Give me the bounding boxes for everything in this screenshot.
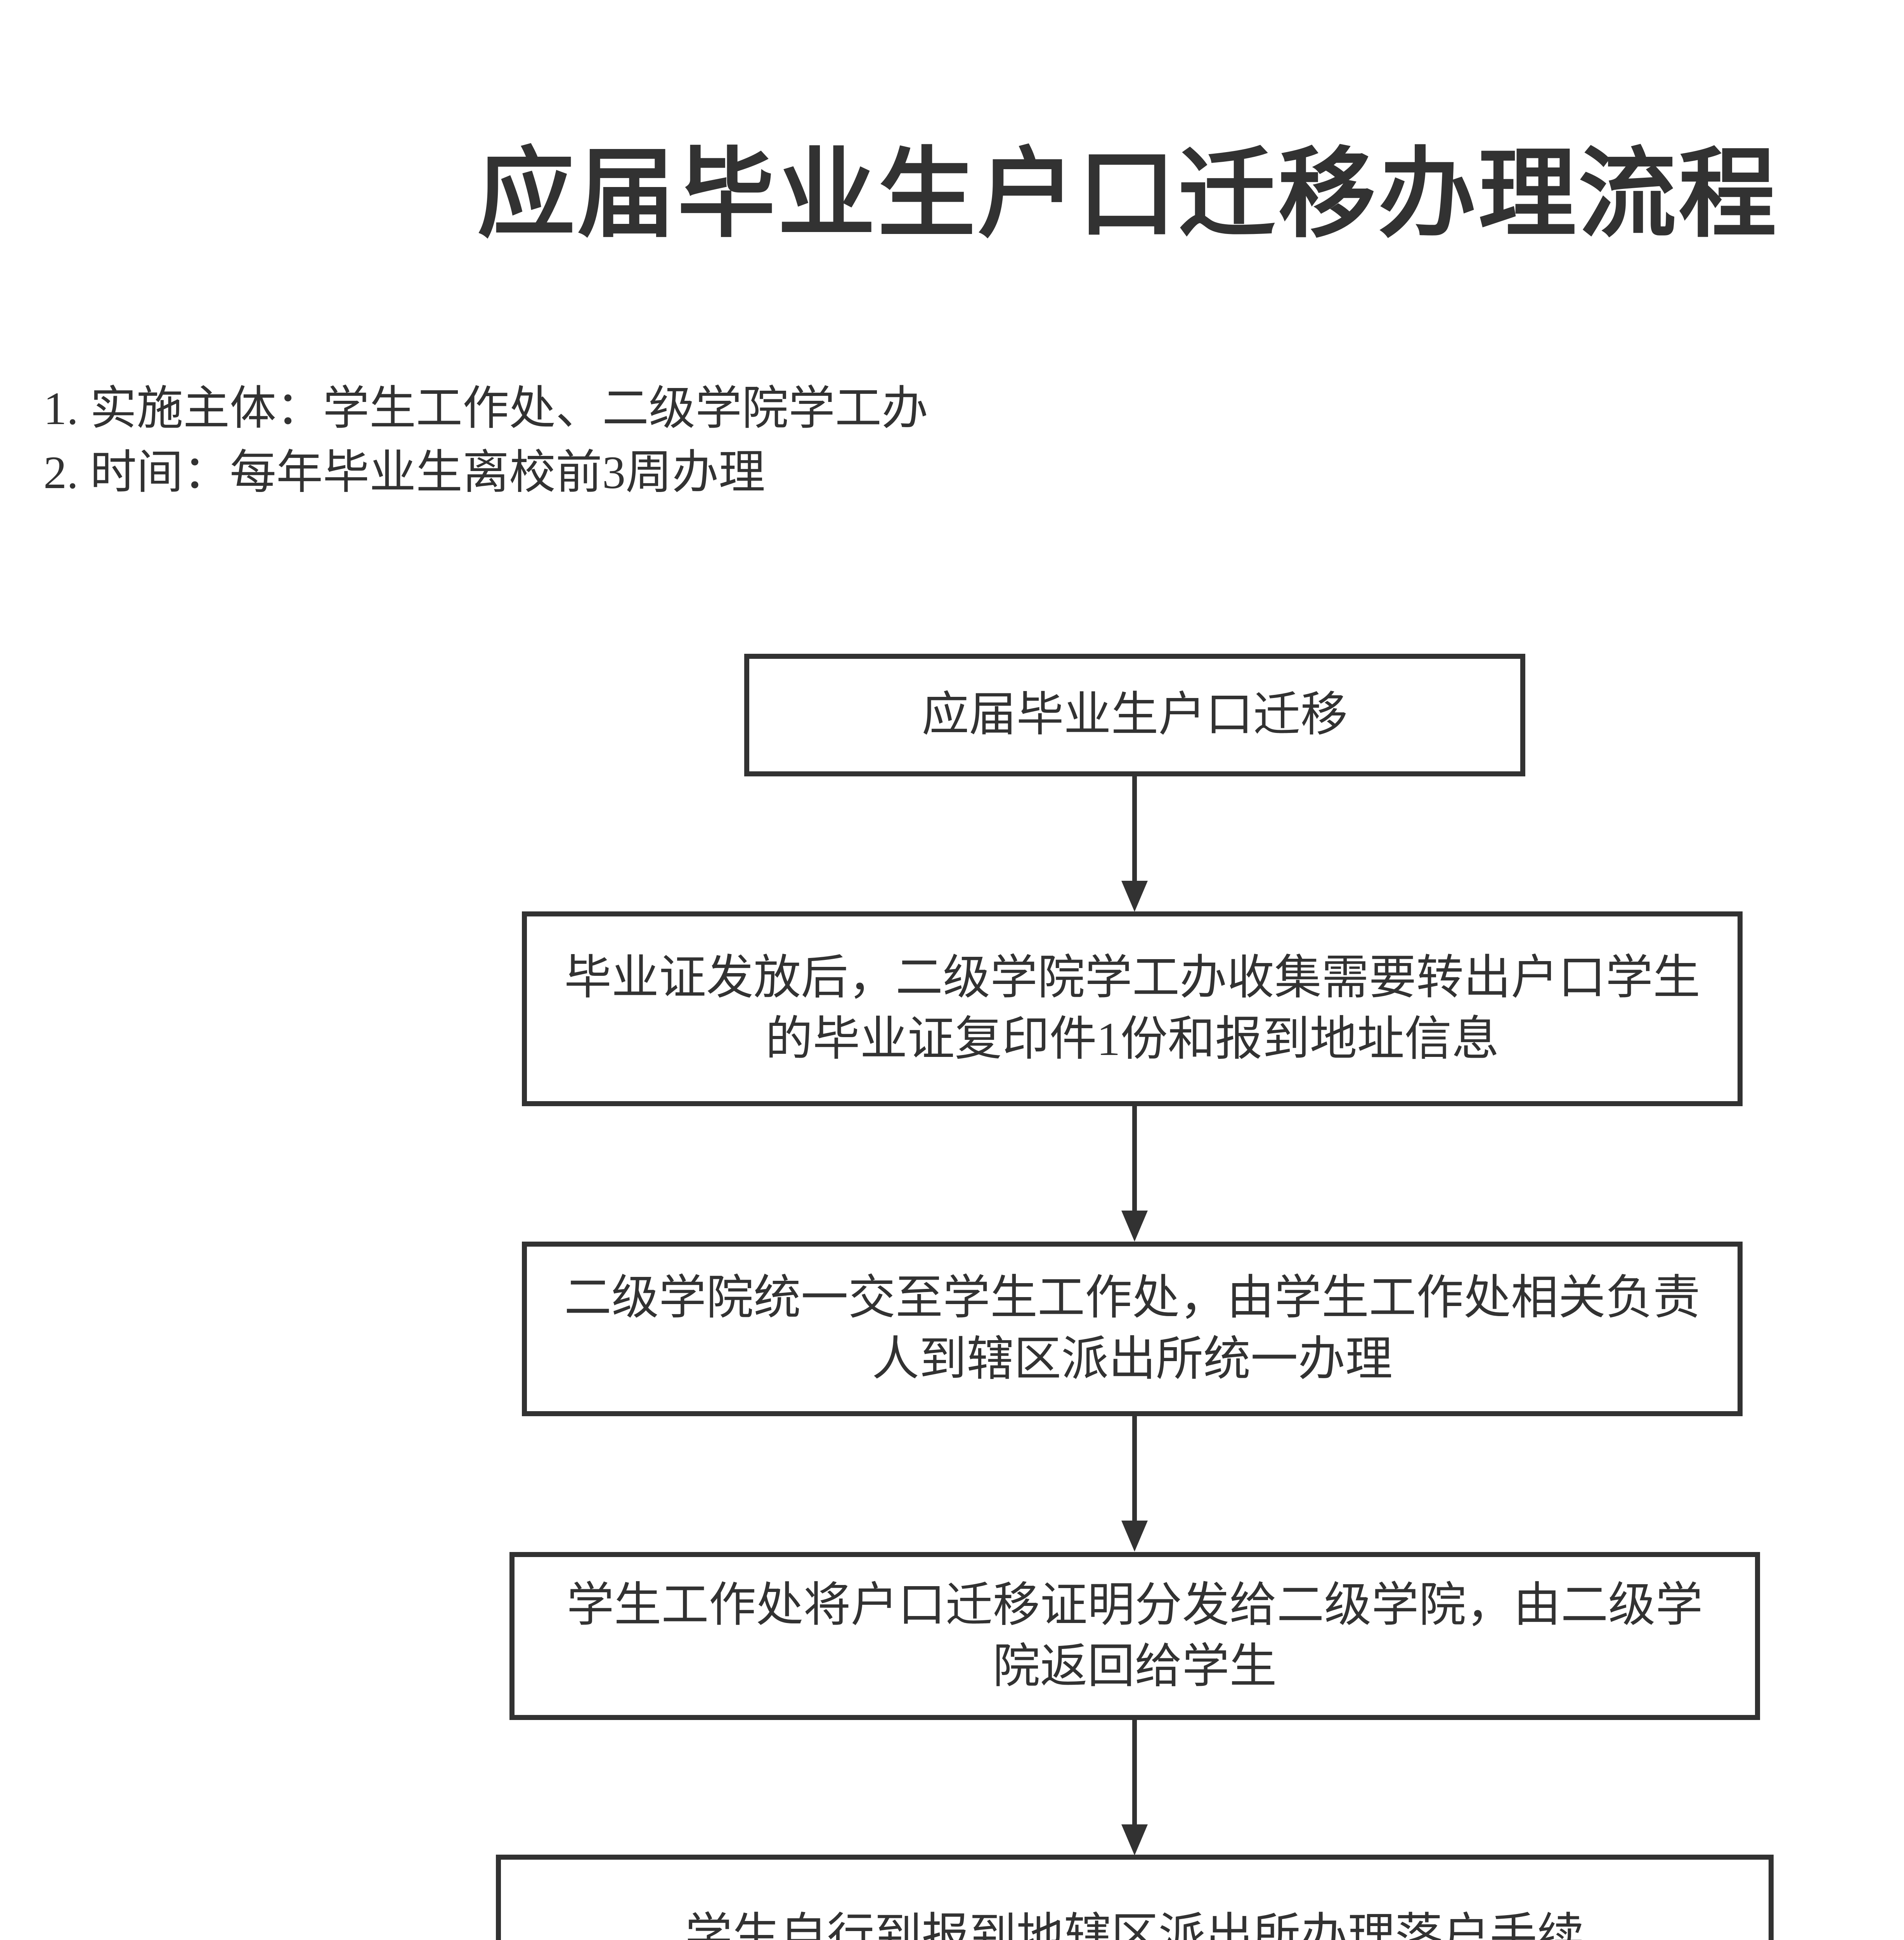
arrow-line <box>1132 1416 1137 1521</box>
flow-box-submit-text-line2: 人到辖区派出所统一办理 <box>872 1333 1393 1386</box>
flow-box-distribute-text-line1: 学生工作处将户口迁移证明分发给二级学院，由二级学 <box>567 1579 1703 1632</box>
flow-box-start: 应届毕业生户口迁移 <box>744 654 1525 776</box>
arrow-head <box>1121 1824 1148 1855</box>
arrow-down-icon <box>1121 1416 1148 1552</box>
flow-box-distribute: 学生工作处将户口迁移证明分发给二级学院，由二级学 院返回给学生 <box>509 1552 1760 1720</box>
flow-box-distribute-text-line2: 院返回给学生 <box>993 1640 1277 1693</box>
flow-box-collect-text-line2: 的毕业证复印件1份和报到地址信息 <box>765 1013 1499 1065</box>
flow-box-submit-text-line1: 二级学院统一交至学生工作处，由学生工作处相关负责 <box>564 1272 1700 1324</box>
arrow-line <box>1132 776 1137 882</box>
flow-box-collect: 毕业证发放后，二级学院学工办收集需要转出户口学生 的毕业证复印件1份和报到地址信… <box>522 911 1743 1106</box>
arrow-head <box>1121 1521 1148 1552</box>
arrow-line <box>1132 1106 1137 1211</box>
page-title: 应届毕业生户口迁移办理流程 <box>477 140 1779 249</box>
arrow-down-icon <box>1121 776 1148 912</box>
arrow-head <box>1121 881 1148 912</box>
arrow-head <box>1121 1211 1148 1242</box>
flow-box-start-text: 应届毕业生户口迁移 <box>922 689 1348 741</box>
note-line-2: 2. 时间：每年毕业生离校前3周办理 <box>43 447 765 498</box>
arrow-down-icon <box>1121 1106 1148 1242</box>
flow-box-settle: 学生自行到报到地辖区派出所办理落户手续 <box>496 1855 1774 1940</box>
flow-box-collect-text-line1: 毕业证发放后，二级学院学工办收集需要转出户口学生 <box>564 952 1700 1004</box>
flow-box-settle-text: 学生自行到报到地辖区派出所办理落户手续 <box>685 1910 1585 1940</box>
note-line-1: 1. 实施主体：学生工作处、二级学院学工办 <box>43 383 928 434</box>
arrow-line <box>1132 1720 1137 1825</box>
flow-box-submit: 二级学院统一交至学生工作处，由学生工作处相关负责 人到辖区派出所统一办理 <box>522 1242 1743 1416</box>
notes-block: 1. 实施主体：学生工作处、二级学院学工办 2. 时间：每年毕业生离校前3周办理 <box>43 376 928 504</box>
arrow-down-icon <box>1121 1720 1148 1855</box>
